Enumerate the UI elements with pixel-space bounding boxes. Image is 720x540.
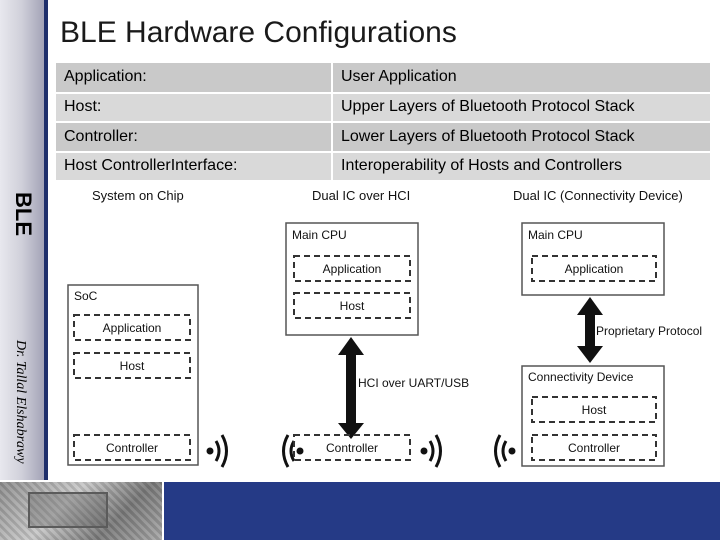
side-label-text: BLE <box>11 192 36 236</box>
row-value: User Application <box>331 63 710 94</box>
hci-arrow <box>338 337 364 439</box>
footer-circuit-image <box>0 480 162 540</box>
wireless-icon <box>206 434 228 468</box>
config-table: Application: User Application Host: Uppe… <box>56 63 710 182</box>
soc-controller-label: Controller <box>106 441 158 455</box>
cpu2-application-label: Application <box>565 262 624 276</box>
side-label: BLE <box>0 192 44 252</box>
connectivity-device-label: Connectivity Device <box>528 370 634 384</box>
heading-dual-hci: Dual IC over HCI <box>312 188 410 203</box>
cpu1-host-label: Host <box>340 299 365 313</box>
cpu1-application-label: Application <box>323 262 382 276</box>
diagram-svg: System on Chip Dual IC over HCI Dual IC … <box>67 188 702 468</box>
hci-label: HCI over UART/USB <box>358 376 469 390</box>
conn-controller-box <box>531 434 657 461</box>
main-cpu-1-label: Main CPU <box>292 228 347 242</box>
mid-controller-label: Controller <box>326 441 378 455</box>
page-title: BLE Hardware Configurations <box>60 16 457 49</box>
heading-soc: System on Chip <box>92 188 184 203</box>
side-author: Dr. Tallal Elshabrawy <box>10 340 34 480</box>
wireless-icon <box>420 434 442 468</box>
soc-box <box>67 284 199 466</box>
footer-top-line <box>0 480 720 482</box>
connectivity-device-box <box>521 365 665 467</box>
table-row: Host ControllerInterface: Interoperabili… <box>56 151 710 182</box>
chip-icon <box>28 492 108 528</box>
heading-dual-conn: Dual IC (Connectivity Device) <box>513 188 683 203</box>
footer-divider <box>162 480 164 540</box>
left-gradient <box>0 0 48 480</box>
main-cpu-2-label: Main CPU <box>528 228 583 242</box>
wireless-icon <box>494 434 516 468</box>
soc-host-label: Host <box>120 359 145 373</box>
author-text: Dr. Tallal Elshabrawy <box>13 340 28 464</box>
main-cpu-1-box <box>285 222 419 336</box>
row-value: Upper Layers of Bluetooth Protocol Stack <box>331 92 710 123</box>
proprietary-label: Proprietary Protocol <box>596 324 702 338</box>
footer-bar <box>0 480 720 540</box>
row-key: Host: <box>56 92 332 123</box>
conn-controller-label: Controller <box>568 441 620 455</box>
row-key: Application: <box>56 63 332 94</box>
main-cpu-2-box <box>521 222 665 296</box>
row-key: Host ControllerInterface: <box>56 151 332 182</box>
soc-label: SoC <box>74 289 98 303</box>
table-row: Controller: Lower Layers of Bluetooth Pr… <box>56 122 710 153</box>
cpu2-application-box <box>531 255 657 282</box>
table-row: Application: User Application <box>56 63 710 94</box>
conn-host-box <box>531 396 657 423</box>
row-key: Controller: <box>56 122 332 153</box>
hardware-diagram: System on Chip Dual IC over HCI Dual IC … <box>60 183 715 478</box>
soc-application-label: Application <box>103 321 162 335</box>
proprietary-arrow <box>577 297 603 363</box>
row-value: Lower Layers of Bluetooth Protocol Stack <box>331 122 710 153</box>
row-value: Interoperability of Hosts and Controller… <box>331 151 710 182</box>
left-strip <box>0 0 48 540</box>
left-edge-bar <box>44 0 48 480</box>
wireless-icon <box>282 434 304 468</box>
conn-host-label: Host <box>582 403 607 417</box>
table-row: Host: Upper Layers of Bluetooth Protocol… <box>56 92 710 123</box>
